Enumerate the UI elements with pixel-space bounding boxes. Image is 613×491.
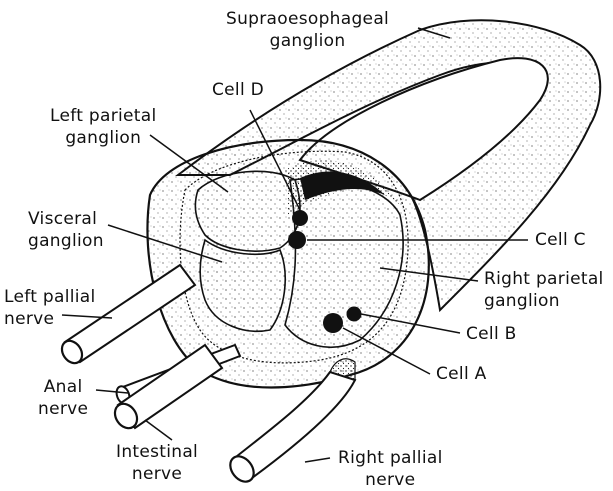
- label-left-pallial-nerve: Left pallial nerve: [4, 286, 96, 330]
- cell-b-soma: [347, 307, 362, 322]
- label-cell-c-text: Cell C: [535, 229, 586, 251]
- label-left-pallial-line2: nerve: [4, 308, 96, 330]
- label-visceral-line1: Visceral: [28, 208, 104, 230]
- left-parietal-ganglion-shape: [195, 171, 300, 251]
- label-anal-line2: nerve: [38, 398, 88, 420]
- label-right-parietal-line2: ganglion: [484, 290, 604, 312]
- leader-intestinal: [145, 420, 172, 440]
- label-cell-a-text: Cell A: [436, 363, 487, 385]
- label-visceral-ganglion: Visceral ganglion: [28, 208, 104, 252]
- cell-c-soma: [288, 231, 306, 249]
- label-intestinal-nerve: Intestinal nerve: [116, 441, 198, 485]
- label-cell-d: Cell D: [212, 79, 264, 101]
- label-supraesophageal-line2: ganglion: [226, 30, 389, 52]
- label-anal-nerve: Anal nerve: [38, 376, 88, 420]
- cell-d-soma: [292, 210, 308, 226]
- label-right-parietal-line1: Right parietal: [484, 268, 604, 290]
- label-right-pallial-line1: Right pallial: [338, 447, 443, 469]
- label-right-parietal-ganglion: Right parietal ganglion: [484, 268, 604, 312]
- label-intestinal-line1: Intestinal: [116, 441, 198, 463]
- label-anal-line1: Anal: [38, 376, 88, 398]
- label-left-parietal-ganglion: Left parietal ganglion: [50, 105, 156, 149]
- label-supraesophageal-ganglion: Supraoesophageal ganglion: [226, 8, 389, 52]
- label-cell-c: Cell C: [535, 229, 586, 251]
- label-cell-b-text: Cell B: [466, 323, 517, 345]
- cell-a-soma: [323, 313, 343, 333]
- label-visceral-line2: ganglion: [28, 230, 104, 252]
- label-left-pallial-line1: Left pallial: [4, 286, 96, 308]
- label-left-parietal-line2: ganglion: [50, 127, 156, 149]
- label-left-parietal-line1: Left parietal: [50, 105, 156, 127]
- label-right-pallial-nerve: Right pallial nerve: [338, 447, 443, 491]
- label-cell-b: Cell B: [466, 323, 517, 345]
- label-supraesophageal-line1: Supraoesophageal: [226, 8, 389, 30]
- label-cell-a: Cell A: [436, 363, 487, 385]
- label-cell-d-text: Cell D: [212, 79, 264, 101]
- leader-right-pallial: [305, 458, 330, 462]
- label-intestinal-line2: nerve: [116, 463, 198, 485]
